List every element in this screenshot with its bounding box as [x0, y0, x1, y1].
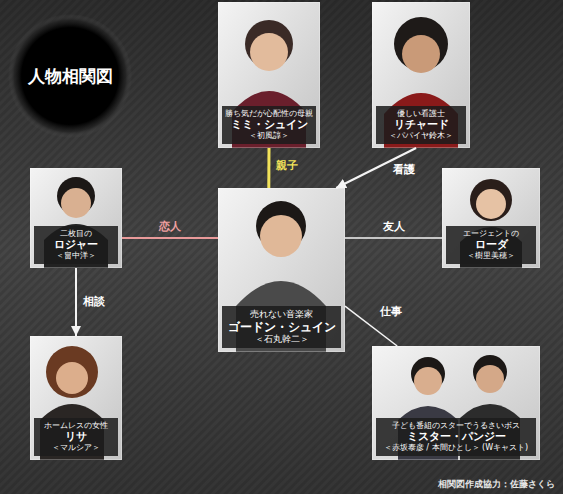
- character-name: ゴードン・シュイン: [225, 320, 338, 334]
- caption-panel: 子ども番組のスターでうるさいボスミスター・パンジー＜赤坂泰彦 / 本間ひとし＞ …: [376, 418, 536, 456]
- boss-portrait: [372, 346, 540, 460]
- homeless-woman-portrait: [30, 336, 122, 460]
- musician-card: 売れない音楽家ゴードン・シュイン＜石丸幹二＞: [218, 188, 345, 352]
- relation-label: 仕事: [380, 305, 402, 318]
- role-description: 優しい看護士: [379, 109, 463, 119]
- relation-label: 親子: [276, 159, 298, 172]
- role-description: エージェントの: [449, 229, 533, 239]
- mother-portrait: [218, 2, 320, 148]
- agent-portrait: [442, 168, 540, 268]
- relation-line: [345, 306, 397, 346]
- agent-card: エージェントのローダ＜樹里美穂＞: [442, 168, 540, 268]
- relation-label: 看護: [393, 163, 415, 176]
- musician-portrait: [218, 188, 345, 352]
- actor-name: ＜初風諄＞: [225, 131, 313, 141]
- role-description: 勝ち気だが心配性の母親: [225, 109, 313, 119]
- actor-name: ＜赤坂泰彦 / 本間ひとし＞ (Wキャスト): [379, 443, 533, 453]
- role-description: ホームレスの女性: [37, 421, 115, 431]
- lover-portrait: [30, 168, 122, 268]
- actor-name: ＜マルシア＞: [37, 443, 115, 453]
- boss-card: 子ども番組のスターでうるさいボスミスター・パンジー＜赤坂泰彦 / 本間ひとし＞ …: [372, 346, 540, 460]
- title-circle: [8, 14, 132, 138]
- caption-panel: ホームレスの女性リサ＜マルシア＞: [34, 418, 118, 456]
- role-description: 子ども番組のスターでうるさいボス: [379, 421, 533, 431]
- character-name: ミスター・パンジー: [379, 430, 533, 443]
- caption-panel: エージェントのローダ＜樹里美穂＞: [446, 226, 536, 264]
- diagram-title: 人物相関図: [28, 66, 113, 86]
- credit-note: 相関図作成協力：佐藤さくら: [438, 479, 555, 490]
- lover-card: 二枚目のロジャー＜畠中洋＞: [30, 168, 122, 268]
- relation-line: [122, 237, 218, 239]
- nurse-portrait: [372, 2, 470, 148]
- character-name: ミミ・シュイン: [225, 118, 313, 131]
- caption-panel: 売れない音楽家ゴードン・シュイン＜石丸幹二＞: [222, 306, 341, 348]
- relation-label: 恋人: [159, 220, 181, 233]
- caption-panel: 優しい看護士リチャード＜パパイヤ鈴木＞: [376, 106, 466, 144]
- character-name: リチャード: [379, 118, 463, 131]
- role-description: 二枚目の: [37, 229, 115, 239]
- character-name: リサ: [37, 430, 115, 443]
- mother-card: 勝ち気だが心配性の母親ミミ・シュイン＜初風諄＞: [218, 2, 320, 148]
- relation-label: 友人: [383, 220, 405, 233]
- relation-line: [75, 268, 77, 336]
- caption-panel: 二枚目のロジャー＜畠中洋＞: [34, 226, 118, 264]
- nurse-card: 優しい看護士リチャード＜パパイヤ鈴木＞: [372, 2, 470, 148]
- actor-name: ＜石丸幹二＞: [225, 334, 338, 345]
- relation-line: [267, 148, 270, 188]
- relation-line: [345, 237, 442, 239]
- actor-name: ＜畠中洋＞: [37, 251, 115, 261]
- homeless-card: ホームレスの女性リサ＜マルシア＞: [30, 336, 122, 460]
- relation-line: [336, 148, 416, 188]
- relation-label: 相談: [83, 295, 105, 308]
- caption-panel: 勝ち気だが心配性の母親ミミ・シュイン＜初風諄＞: [222, 106, 316, 144]
- actor-name: ＜樹里美穂＞: [449, 251, 533, 261]
- character-name: ローダ: [449, 238, 533, 251]
- actor-name: ＜パパイヤ鈴木＞: [379, 131, 463, 141]
- role-description: 売れない音楽家: [225, 309, 338, 320]
- character-name: ロジャー: [37, 238, 115, 251]
